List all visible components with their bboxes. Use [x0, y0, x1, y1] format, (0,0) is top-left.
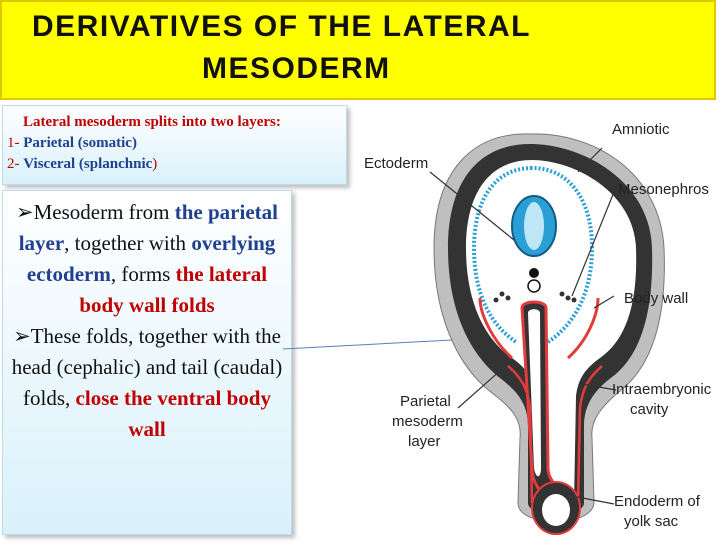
notochord — [529, 268, 539, 278]
label-intraembryonic-line-2: cavity — [630, 401, 669, 418]
label-parietal-line-1: Parietal — [400, 393, 451, 410]
highlight-overlying-ectoderm: overlying ectoderm — [26, 231, 276, 286]
label-endoderm-line-1: Endoderm of — [614, 493, 701, 510]
embryo-cross-section-figure: Amniotic Ectoderm Mesonephros Body wall … — [362, 108, 720, 540]
bullet-paragraph-2: ➢These folds, together with the head (ce… — [11, 324, 283, 441]
title-banner: Derivatives of the lateral mesoderm — [0, 0, 716, 100]
label-parietal-line-2: mesoderm — [392, 413, 463, 430]
label-parietal-line-3: layer — [408, 433, 441, 450]
highlight-lateral-body-wall-folds: the lateral body wall folds — [79, 262, 268, 317]
label-body-wall: Body wall — [624, 290, 688, 307]
bullet-arrow-icon: ➢ — [13, 324, 31, 348]
layers-heading: Lateral mesoderm splits into two layers: — [23, 114, 281, 130]
bullet-paragraph-1: ➢Mesoderm from the parietal layer, toget… — [16, 200, 278, 317]
dorsal-aorta — [527, 279, 541, 293]
highlight-close-ventral-body-wall: close the ventral body wall — [75, 386, 271, 441]
slide-title-line-2: mesoderm — [202, 52, 391, 85]
label-leader-lines — [429, 147, 617, 505]
mesonephros-cluster — [493, 291, 577, 303]
main-text-box: ➢Mesoderm from the parietal layer, toget… — [2, 190, 292, 535]
label-intraembryonic-line-1: Intraembryonic — [612, 381, 712, 398]
label-amniotic: Amniotic — [612, 121, 670, 138]
layers-info-box: Lateral mesoderm splits into two layers:… — [2, 105, 347, 185]
label-endoderm-line-2: yolk sac — [624, 513, 679, 530]
slide-title-line-1: Derivatives of the lateral — [32, 10, 532, 43]
layer-name-parietal: Parietal (somatic) — [23, 135, 137, 151]
embryo-diagram: Amniotic Ectoderm Mesonephros Body wall … — [364, 121, 712, 535]
parietal-mesoderm-body-wall — [507, 365, 603, 504]
highlight-parietal-layer: the parietal layer — [18, 200, 278, 255]
gut-lumen — [528, 309, 541, 477]
label-mesonephros: Mesonephros — [618, 181, 709, 198]
neural-canal — [524, 202, 544, 250]
layer-name-visceral: Visceral (splanchnic — [23, 156, 153, 172]
bullet-arrow-icon: ➢ — [16, 200, 34, 224]
layer-item: 2- Visceral (splanchnic) — [7, 156, 158, 172]
parietal-mesoderm-layer — [478, 297, 600, 360]
yolk-sac-cavity — [542, 494, 570, 526]
layer-item: 1- Parietal (somatic) — [7, 135, 137, 151]
label-ectoderm: Ectoderm — [364, 155, 428, 172]
